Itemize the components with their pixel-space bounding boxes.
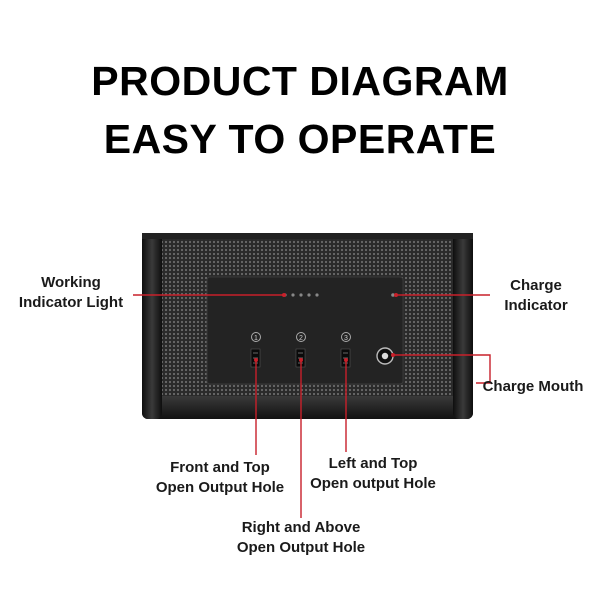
label-front-top: Front and Top Open Output Hole bbox=[155, 459, 285, 496]
control-panel bbox=[206, 276, 404, 385]
bottom-rail bbox=[142, 396, 473, 419]
charge-port bbox=[376, 347, 394, 365]
port-number-1: 1 bbox=[251, 332, 261, 342]
svg-text:3: 3 bbox=[344, 335, 348, 342]
svg-text:2: 2 bbox=[299, 335, 303, 342]
left-end-cap bbox=[142, 233, 162, 419]
leader-charge-mouth bbox=[393, 354, 491, 384]
label-working-indicator: Working Indicator Light bbox=[18, 274, 124, 311]
label-left-top: Left and Top Open output Hole bbox=[310, 455, 436, 492]
label-charge-mouth: Charge Mouth bbox=[482, 378, 584, 395]
label-charge-indicator: Charge Indicator bbox=[504, 277, 568, 314]
leader-endpoints bbox=[254, 293, 398, 362]
port-number-2: 2 bbox=[296, 332, 306, 342]
svg-text:1: 1 bbox=[254, 335, 258, 342]
charge-indicator-light bbox=[391, 293, 395, 297]
title-line-2: EASY TO OPERATE bbox=[103, 116, 497, 162]
device-body bbox=[142, 233, 473, 419]
leader-lines bbox=[133, 294, 491, 518]
label-right-above: Right and Above Open Output Hole bbox=[236, 519, 366, 556]
right-end-cap bbox=[453, 233, 473, 419]
title-line-1: PRODUCT DIAGRAM bbox=[91, 58, 509, 104]
port-number-3: 3 bbox=[341, 332, 351, 342]
